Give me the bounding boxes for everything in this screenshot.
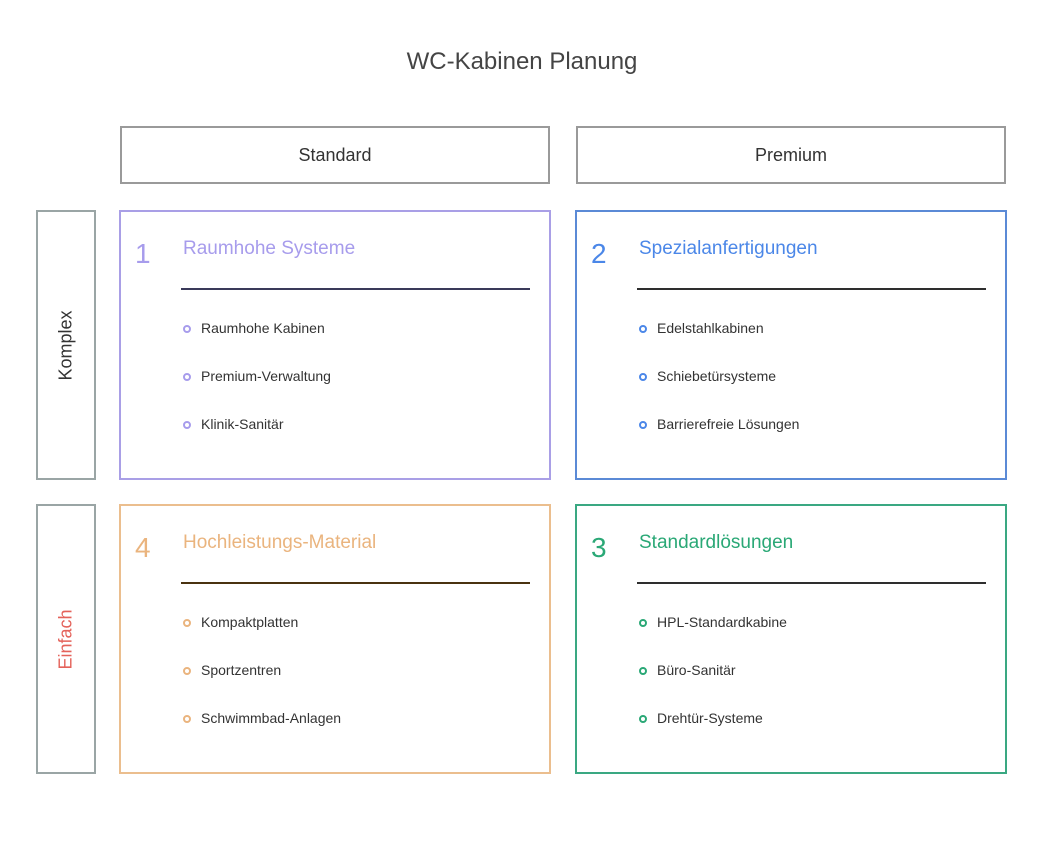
- list-item: Büro-Sanitär: [639, 662, 787, 710]
- column-header-label: Premium: [754, 144, 827, 165]
- list-item: Barrierefreie Lösungen: [639, 416, 799, 464]
- quadrant-divider: [637, 288, 986, 290]
- list-item: Premium-Verwaltung: [183, 368, 331, 416]
- quadrant-3: 3 Standardlösungen HPL-Standardkabine Bü…: [575, 504, 1007, 774]
- quadrant-item-list: Raumhohe Kabinen Premium-Verwaltung Klin…: [183, 320, 331, 464]
- list-item: Edelstahlkabinen: [639, 320, 799, 368]
- list-item: Schiebetürsysteme: [639, 368, 799, 416]
- quadrant-title: Raumhohe Systeme: [183, 238, 356, 259]
- quadrant-divider: [181, 288, 530, 290]
- row-header-label: Einfach: [55, 608, 76, 670]
- bullet-circle-icon: [639, 715, 647, 723]
- list-item-label: Barrierefreie Lösungen: [657, 416, 800, 432]
- quadrant-title: Hochleistungs-Material: [183, 532, 377, 553]
- list-item-label: Klinik-Sanitär: [201, 416, 284, 432]
- list-item-label: Drehtür-Systeme: [657, 710, 763, 726]
- bullet-circle-icon: [183, 619, 191, 627]
- row-header-komplex: Komplex: [36, 210, 96, 480]
- bullet-circle-icon: [639, 325, 647, 333]
- quadrant-title: Spezialanfertigungen: [639, 238, 818, 259]
- quadrant-number: 1: [135, 238, 151, 269]
- bullet-circle-icon: [183, 421, 191, 429]
- row-header-label: Komplex: [55, 309, 76, 381]
- list-item-label: Sportzentren: [201, 662, 282, 678]
- bullet-circle-icon: [183, 667, 191, 675]
- quadrant-number: 4: [135, 532, 151, 563]
- bullet-circle-icon: [183, 325, 191, 333]
- quadrant-1: 1 Raumhohe Systeme Raumhohe Kabinen Prem…: [119, 210, 551, 480]
- bullet-circle-icon: [639, 373, 647, 381]
- list-item-label: Schiebetürsysteme: [657, 368, 777, 384]
- list-item-label: Büro-Sanitär: [657, 662, 736, 678]
- bullet-circle-icon: [183, 373, 191, 381]
- list-item: Kompaktplatten: [183, 614, 341, 662]
- quadrant-4: 4 Hochleistungs-Material Kompaktplatten …: [119, 504, 551, 774]
- bullet-circle-icon: [639, 619, 647, 627]
- bullet-circle-icon: [639, 667, 647, 675]
- list-item-label: Schwimmbad-Anlagen: [201, 710, 342, 726]
- quadrant-2: 2 Spezialanfertigungen Edelstahlkabinen …: [575, 210, 1007, 480]
- list-item: Drehtür-Systeme: [639, 710, 787, 758]
- list-item-label: Kompaktplatten: [201, 614, 299, 630]
- column-header-standard: Standard: [120, 126, 550, 184]
- list-item: Raumhohe Kabinen: [183, 320, 331, 368]
- quadrant-item-list: Edelstahlkabinen Schiebetürsysteme Barri…: [639, 320, 799, 464]
- list-item: HPL-Standardkabine: [639, 614, 787, 662]
- quadrant-item-list: Kompaktplatten Sportzentren Schwimmbad-A…: [183, 614, 341, 758]
- quadrant-title: Standardlösungen: [639, 532, 794, 553]
- quadrant-number: 2: [591, 238, 607, 269]
- quadrant-divider: [181, 582, 530, 584]
- quadrant-number: 3: [591, 532, 607, 563]
- bullet-circle-icon: [183, 715, 191, 723]
- quadrant-divider: [637, 582, 986, 584]
- column-header-premium: Premium: [576, 126, 1006, 184]
- list-item: Klinik-Sanitär: [183, 416, 331, 464]
- page-title: WC-Kabinen Planung: [406, 48, 638, 75]
- bullet-circle-icon: [639, 421, 647, 429]
- list-item-label: Raumhohe Kabinen: [201, 320, 325, 336]
- list-item-label: Edelstahlkabinen: [657, 320, 764, 336]
- list-item-label: HPL-Standardkabine: [657, 614, 787, 630]
- column-header-label: Standard: [298, 144, 372, 165]
- row-header-einfach: Einfach: [36, 504, 96, 774]
- list-item-label: Premium-Verwaltung: [201, 368, 331, 384]
- quadrant-item-list: HPL-Standardkabine Büro-Sanitär Drehtür-…: [639, 614, 787, 758]
- list-item: Sportzentren: [183, 662, 341, 710]
- list-item: Schwimmbad-Anlagen: [183, 710, 341, 758]
